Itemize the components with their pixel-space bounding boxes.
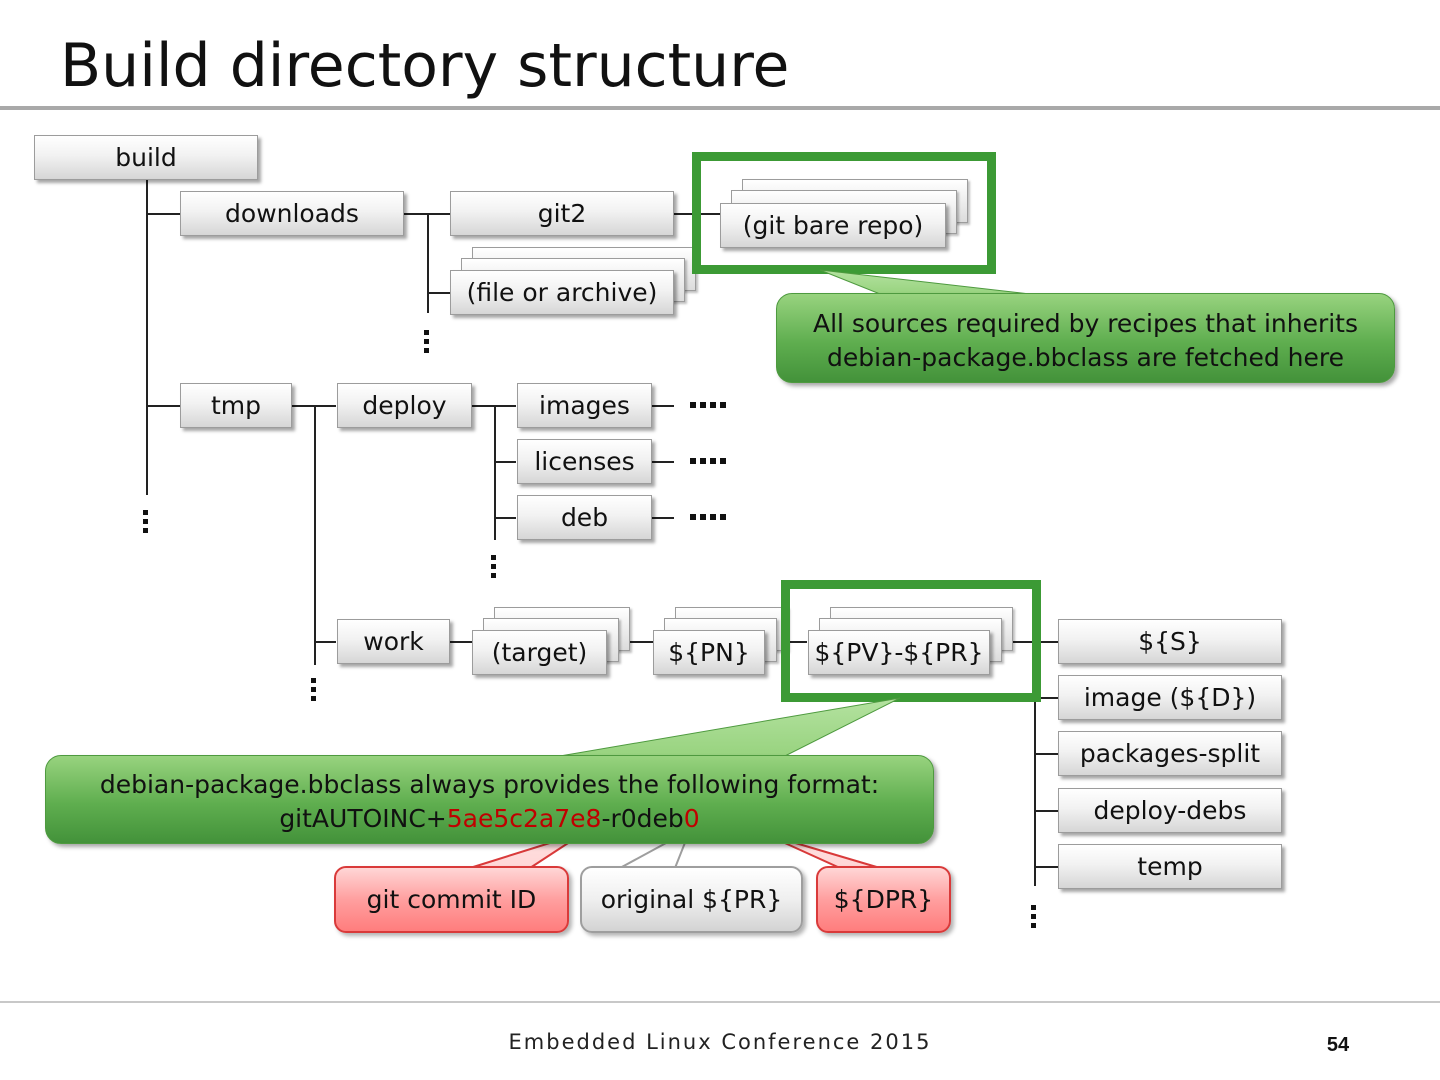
pv-pr-more-dots [1031,905,1037,932]
s-label: ${S} [1138,627,1202,656]
format-prefix: gitAUTOINC+ [279,804,447,833]
downloads-callout-line2: debian-package.bbclass are fetched here [827,343,1344,372]
tmp-label: tmp [210,391,262,420]
format-dpr: 0 [683,804,700,833]
image-d-node: image (${D}) [1058,675,1282,720]
target-node: (target) [472,630,607,675]
dpr-callout: ${DPR} [816,866,951,933]
build-node: build [34,135,258,180]
title-divider [0,106,1440,110]
deploy-debs-node: deploy-debs [1058,788,1282,833]
git-bare-repo-label: (git bare repo) [742,211,924,240]
page-number: 54 [1326,1034,1350,1056]
images-continuation-dots [690,402,730,408]
format-middle: -r0deb [601,804,684,833]
git-commit-id-callout: git commit ID [334,866,569,933]
pn-node: ${PN} [653,630,765,675]
work-node: work [337,619,450,664]
deploy-more-dots [491,555,497,582]
build-more-dots [143,510,149,537]
downloads-callout: All sources required by recipes that inh… [776,293,1395,383]
format-callout-line2: gitAUTOINC+5ae5c2a7e8-r0deb0 [46,802,933,836]
original-pr-label: original ${PR} [600,885,783,914]
downloads-node: downloads [180,191,404,236]
format-commit-id: 5ae5c2a7e8 [446,804,602,833]
git-bare-repo-node: (git bare repo) [720,203,946,248]
licenses-node: licenses [517,439,652,484]
image-d-label: image (${D}) [1083,683,1257,712]
git2-label: git2 [537,199,587,228]
deb-node: deb [517,495,652,540]
target-label: (target) [491,638,588,667]
format-callout-pointer [559,697,901,757]
images-label: images [539,391,630,420]
packages-split-node: packages-split [1058,731,1282,776]
pv-pr-label: ${PV}-${PR} [814,638,984,667]
git-commit-id-label: git commit ID [366,885,537,914]
file-or-archive-label: (file or archive) [466,278,658,307]
temp-label: temp [1137,852,1203,881]
deploy-label: deploy [362,391,447,420]
downloads-more-dots [424,330,430,357]
work-label: work [363,627,424,656]
deb-continuation-dots [690,514,730,520]
footer-text: Embedded Linux Conference 2015 [508,1030,932,1054]
downloads-callout-line1: All sources required by recipes that inh… [812,309,1359,338]
file-or-archive-node: (file or archive) [450,270,674,315]
git2-node: git2 [450,191,674,236]
licenses-continuation-dots [690,458,730,464]
images-node: images [517,383,652,428]
format-callout: debian-package.bbclass always provides t… [45,755,934,844]
pv-pr-node: ${PV}-${PR} [808,630,990,675]
pn-label: ${PN} [668,638,750,667]
tmp-more-dots [311,678,317,705]
temp-node: temp [1058,844,1282,889]
downloads-callout-pointer [819,269,1031,295]
deploy-debs-label: deploy-debs [1093,796,1247,825]
dpr-label: ${DPR} [833,885,934,914]
pv-pr-highlight [781,580,1041,702]
original-pr-callout: original ${PR} [580,866,803,933]
downloads-label: downloads [225,199,359,228]
build-label: build [115,143,177,172]
licenses-label: licenses [534,447,635,476]
s-node: ${S} [1058,619,1282,664]
tmp-node: tmp [180,383,292,428]
deploy-node: deploy [337,383,472,428]
git-bare-repo-highlight [692,152,996,274]
footer-divider [0,1001,1440,1003]
format-callout-line1: debian-package.bbclass always provides t… [99,770,880,799]
packages-split-label: packages-split [1079,739,1261,768]
slide-title: Build directory structure [60,31,790,101]
deb-label: deb [560,503,609,532]
